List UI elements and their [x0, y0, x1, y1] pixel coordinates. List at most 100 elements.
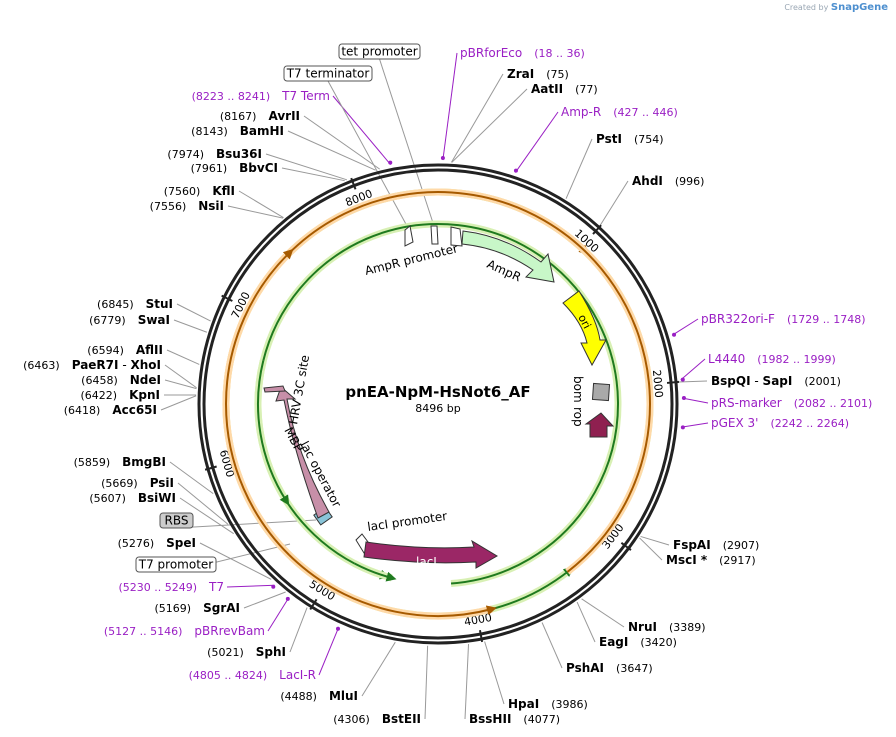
enzyme-leader [484, 641, 505, 705]
enzyme-site-label[interactable]: (7560) KflI [164, 184, 235, 198]
enzyme-site-label[interactable]: (5021) SphI [207, 645, 286, 659]
primer-gap [267, 668, 279, 682]
enzyme-position: (4077) [523, 713, 560, 726]
ampr-promoter-arrow [404, 225, 414, 247]
enzyme-position: (3986) [551, 698, 588, 711]
enzyme-site-label[interactable]: ZraI (75) [507, 67, 569, 81]
enzyme-gap [657, 620, 669, 634]
enzyme-site-label[interactable]: AhdI (996) [632, 174, 704, 188]
enzyme-leader [160, 395, 197, 411]
enzyme-site-label[interactable]: (6422) KpnI [81, 388, 160, 402]
enzyme-site-label[interactable]: (5669) PsiI [101, 476, 174, 490]
primer-binding-mark [681, 395, 686, 400]
enzyme-site-label[interactable]: AatII (77) [531, 82, 598, 96]
t7-terminator-box[interactable] [283, 65, 373, 82]
enzyme-name: ZraI [507, 67, 534, 81]
enzyme-name-2: XhoI [130, 358, 161, 372]
credit-prefix: Created by [784, 3, 829, 12]
enzyme-name: BmgBI [122, 455, 166, 469]
enzyme-leader [565, 138, 593, 199]
enzyme-gap [227, 161, 239, 175]
primer-label[interactable]: pGEX 3' (2242 .. 2264) [711, 416, 849, 430]
primer-label[interactable]: (4805 .. 4824) LacI-R [189, 668, 316, 682]
enzyme-position: (2917) [719, 554, 756, 567]
primer-label[interactable]: pBRforEco (18 .. 36) [460, 46, 585, 60]
enzyme-site-label[interactable]: (6779) SwaI [89, 313, 170, 327]
enzyme-site-label[interactable]: MscI * (2917) [666, 553, 756, 567]
enzyme-site-label[interactable]: (8167) AvrII [220, 109, 300, 123]
primer-gap [782, 396, 794, 410]
enzyme-site-label[interactable]: (6418) Acc65I [64, 403, 157, 417]
primer-label[interactable]: pRS-marker (2082 .. 2101) [711, 396, 872, 410]
enzyme-name: KpnI [129, 388, 160, 402]
enzyme-site-label[interactable]: (6458) NdeI [81, 373, 161, 387]
primer-gap [197, 580, 209, 594]
enzyme-site-label[interactable]: (5276) SpeI [118, 536, 196, 550]
tet-promoter-box[interactable] [338, 43, 421, 60]
enzyme-site-label[interactable]: PshAI (3647) [566, 661, 653, 675]
enzyme-gap [511, 712, 523, 726]
tick-mark [666, 380, 680, 384]
enzyme-site-label[interactable]: (6463) PaeR7I - XhoI [23, 358, 161, 372]
enzyme-site-label[interactable]: HpaI (3986) [508, 697, 588, 711]
enzyme-name: Bsu36I [216, 147, 262, 161]
primer-label[interactable]: (5127 .. 5146) pBRrevBam [104, 624, 265, 638]
enzyme-site-label[interactable]: EagI (3420) [599, 635, 677, 649]
enzyme-site-label[interactable]: (5859) BmgBI [74, 455, 166, 469]
enzyme-name: Acc65I [112, 403, 157, 417]
ampr-promoter-box [430, 225, 439, 245]
primer-label[interactable]: (5230 .. 5249) T7 [118, 580, 224, 594]
enzyme-gap [628, 635, 640, 649]
enzyme-site-label[interactable]: (4488) MluI [280, 689, 358, 703]
enzyme-gap [228, 124, 240, 138]
enzyme-name: AflII [136, 343, 163, 357]
enzyme-leader [238, 190, 284, 219]
primer-binding-mark [680, 377, 685, 382]
primer-label[interactable]: pBR322ori-F (1729 .. 1748) [701, 312, 866, 326]
enzyme-name: MluI [329, 689, 358, 703]
enzyme-name: StuI [146, 297, 173, 311]
enzyme-site-label[interactable]: (8143) BamHI [191, 124, 284, 138]
enzyme-site-label[interactable]: (6594) AflII [87, 343, 163, 357]
primer-label[interactable]: L4440 (1982 .. 1999) [708, 352, 836, 366]
enzyme-gap [191, 601, 203, 615]
enzyme-gap [154, 536, 166, 550]
enzyme-position: (6594) [87, 344, 124, 357]
enzyme-site-label[interactable]: (6845) StuI [97, 297, 173, 311]
enzyme-site-label[interactable]: (4306) BstEII [333, 712, 421, 726]
enzyme-leader [199, 542, 272, 580]
enzyme-site-label[interactable]: (7556) NsiI [150, 199, 224, 213]
enzyme-gap [256, 109, 268, 123]
primer-leader [226, 584, 275, 588]
enzyme-site-label[interactable]: (5607) BsiWI [89, 491, 176, 505]
primer-binding-mark [285, 596, 290, 601]
enzyme-gap [60, 358, 72, 372]
enzyme-site-label[interactable]: BspQI - SapI (2001) [711, 374, 841, 388]
primer-binding-mark [672, 332, 677, 337]
enzyme-leader [281, 167, 345, 182]
enzyme-site-label[interactable]: (7974) Bsu36I [167, 147, 262, 161]
enzyme-leader [639, 537, 663, 561]
enzyme-site-label[interactable]: FspAI (2907) [673, 538, 759, 552]
orf-arcs [222, 188, 654, 620]
primer-name: pBRrevBam [194, 624, 265, 638]
enzyme-position: (3389) [669, 621, 706, 634]
enzyme-leader [361, 641, 396, 697]
rbs-box[interactable] [159, 512, 194, 529]
enzyme-site-label[interactable]: PstI (754) [596, 132, 664, 146]
enzyme-site-label[interactable]: NruI (3389) [628, 620, 706, 634]
primer-gap [522, 46, 534, 60]
rop-feature [584, 412, 615, 438]
rbs-label: RBS [165, 514, 189, 528]
ampr-start-box [450, 226, 463, 247]
primer-label[interactable]: Amp-R (427 .. 446) [561, 105, 678, 119]
primer-label[interactable]: (8223 .. 8241) T7 Term [192, 89, 330, 103]
enzyme-site-label[interactable]: (5169) SgrAI [155, 601, 240, 615]
ori-feature [562, 290, 607, 367]
t7-promoter-box[interactable] [135, 556, 217, 573]
enzyme-position: (8143) [191, 125, 228, 138]
enzyme-gap [126, 491, 138, 505]
enzyme-site-label[interactable]: (7961) BbvCI [191, 161, 278, 175]
enzyme-site-label[interactable]: BssHII (4077) [469, 712, 560, 726]
primer-leader [318, 626, 340, 676]
